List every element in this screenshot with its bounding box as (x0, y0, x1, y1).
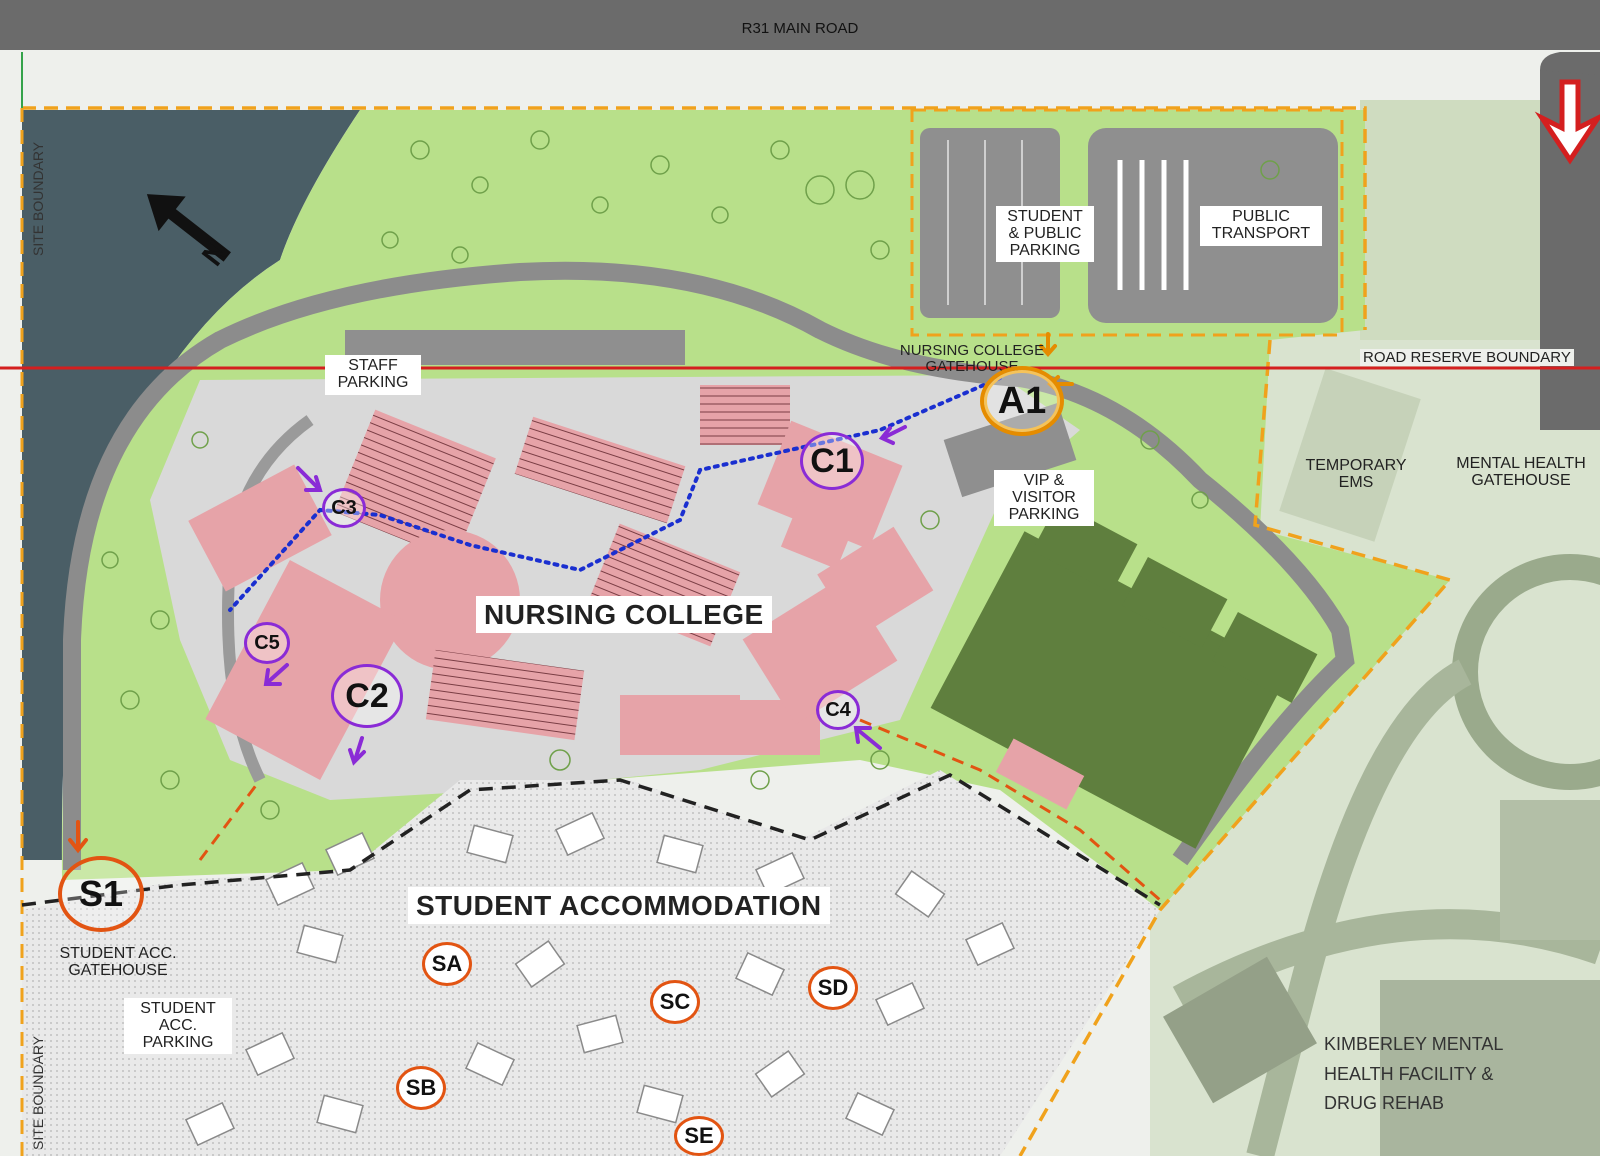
accommodation-blocks (184, 811, 1016, 1147)
sports-field-main (930, 531, 1290, 849)
court (995, 738, 1085, 810)
access-arrow-icon (1534, 79, 1600, 165)
main-road-label: R31 MAIN ROAD (741, 20, 859, 37)
marker-a1[interactable]: A1 (980, 366, 1064, 436)
building-hall (334, 409, 496, 561)
neighbour-building-1 (1279, 368, 1421, 542)
s1-arrow (68, 820, 88, 854)
accommodation-zone (22, 770, 1160, 1156)
marker-c3[interactable]: C3 (322, 488, 366, 528)
marker-c2[interactable]: C2 (331, 664, 403, 728)
label-student-acc-parking: STUDENT ACC. PARKING (124, 998, 232, 1055)
road-reserve-label: ROAD RESERVE BOUNDARY (1360, 349, 1574, 366)
sports-field-small-3 (1212, 612, 1318, 703)
marker-c5[interactable]: C5 (244, 622, 290, 664)
site-boundary-label-top: SITE BOUNDARY (30, 141, 46, 256)
north-arrow-icon (146, 194, 231, 262)
label-nursing-college: NURSING COLLEGE (476, 596, 772, 634)
marker-sd[interactable]: SD (808, 966, 858, 1010)
building-north-wing (514, 416, 686, 524)
label-student-acc-gatehouse: STUDENT ACC. GATEHOUSE (59, 945, 177, 979)
marker-c4[interactable]: C4 (816, 690, 860, 730)
neighbour-building-2 (1163, 956, 1317, 1104)
building-south-wing (425, 649, 585, 741)
marker-c1[interactable]: C1 (800, 432, 864, 490)
label-student-public-parking: STUDENT & PUBLIC PARKING (996, 206, 1094, 263)
marker-se[interactable]: SE (674, 1116, 724, 1156)
building-north-east (700, 385, 790, 445)
marker-sc[interactable]: SC (650, 980, 700, 1024)
parking-student (920, 128, 1060, 318)
label-staff-parking: STAFF PARKING (325, 355, 421, 395)
trees (101, 130, 1320, 820)
ring-road (63, 261, 1355, 870)
main-road (0, 0, 1600, 50)
building-central-atrium (380, 530, 520, 670)
site-boundary-line (22, 106, 1454, 1156)
marker-sb[interactable]: SB (396, 1066, 446, 1110)
marker-s1[interactable]: S1 (58, 856, 144, 932)
sports-field-small-2 (1122, 557, 1228, 648)
marker-sa[interactable]: SA (422, 942, 472, 986)
parking-boundary (910, 108, 1344, 337)
east-road-curve (1540, 52, 1600, 75)
building-c1-south (780, 490, 860, 570)
label-kimberley-facility: KIMBERLEY MENTAL HEALTH FACILITY & DRUG … (1324, 1034, 1504, 1114)
building-west-wing (205, 560, 405, 780)
building-sports-hall (817, 526, 934, 639)
site-boundary-label-bottom: SITE BOUNDARY (30, 1035, 46, 1150)
entry-arrows (263, 425, 907, 766)
label-temporary-ems: TEMPORARY EMS (1305, 457, 1407, 491)
accommodation-boundary-orange (198, 718, 1161, 902)
accommodation-boundary-black (21, 773, 1161, 907)
neighbour-building-4 (1500, 800, 1600, 940)
transport-bays (1117, 160, 1189, 290)
building-pool (188, 464, 332, 592)
label-student-accommodation: STUDENT ACCOMMODATION (408, 887, 830, 925)
label-vip-parking: VIP & VISITOR PARKING (994, 470, 1094, 527)
water-body (22, 110, 360, 860)
label-mental-health-gatehouse: MENTAL HEALTH GATEHOUSE (1456, 455, 1586, 489)
neighbour-building-3 (1380, 980, 1600, 1156)
label-nursing-gatehouse: NURSING COLLEGE GATEHOUSE (899, 342, 1045, 375)
label-public-transport: PUBLIC TRANSPORT (1200, 206, 1322, 246)
